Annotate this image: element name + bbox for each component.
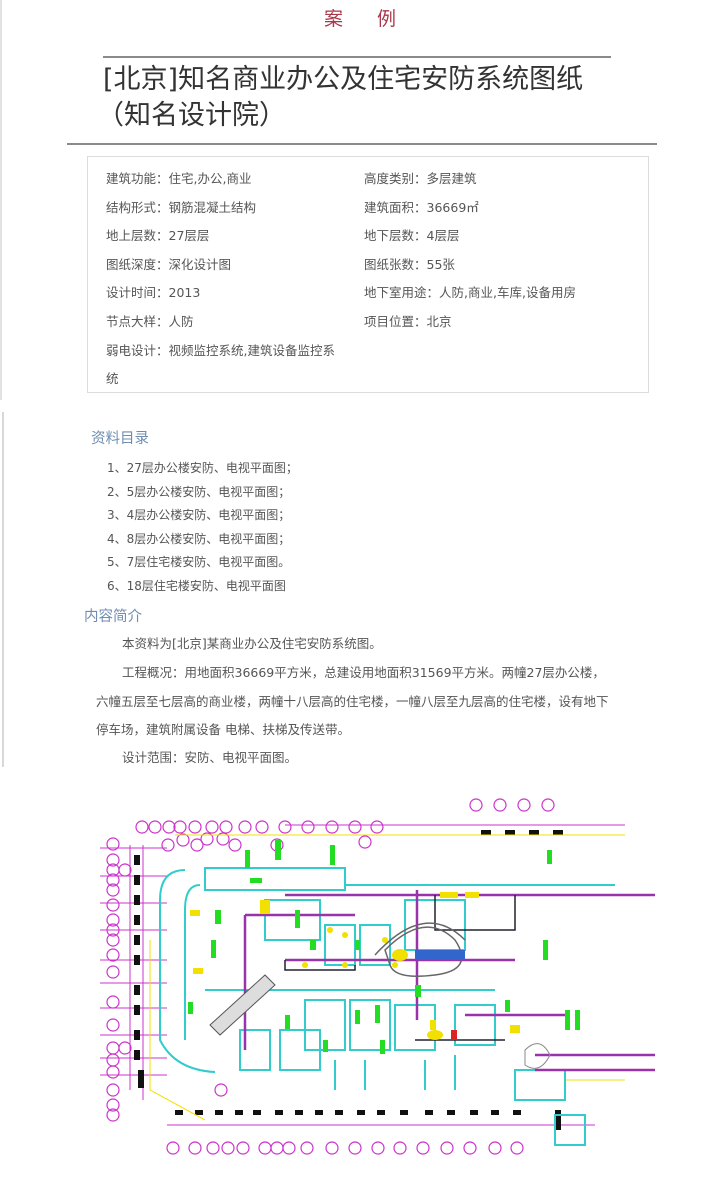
info-structure: 结构形式：钢筋混凝土结构 bbox=[106, 200, 257, 215]
info-floor-area: 建筑面积：36669㎡ bbox=[364, 200, 479, 215]
axis-bubbles-bottom bbox=[166, 1083, 524, 1155]
intro-paragraph-1: 本资料为[北京]某商业办公及住宅安防系统图。 bbox=[122, 636, 382, 651]
intro-title: 内容简介 bbox=[84, 609, 142, 625]
intro-paragraph-3: 设计范围：安防、电视平面图。 bbox=[122, 750, 298, 765]
ramp bbox=[374, 922, 466, 977]
project-info-box: 建筑功能：住宅,办公,商业 高度类别：多层建筑 结构形式：钢筋混凝土结构 建筑面… bbox=[87, 156, 649, 393]
content-left-border bbox=[2, 412, 4, 767]
title-divider-top bbox=[103, 56, 611, 58]
info-height-category: 高度类别：多层建筑 bbox=[364, 171, 477, 186]
page-title: [北京]知名商业办公及住宅安防系统图纸 （知名设计院） bbox=[97, 62, 643, 134]
info-location: 项目位置：北京 bbox=[364, 314, 452, 329]
toc-item: 3、4层办公楼安防、电视平面图； bbox=[107, 508, 291, 522]
stair-core bbox=[524, 1043, 551, 1069]
cad-floor-plan-drawing bbox=[100, 798, 655, 1155]
title-line-1: [北京]知名商业办公及住宅安防系统图纸 bbox=[103, 64, 584, 95]
info-low-voltage: 弱电设计：视频监控系统,建筑设备监控系 bbox=[106, 343, 336, 358]
toc-item: 4、8层办公楼安防、电视平面图； bbox=[107, 532, 291, 546]
ramp-equipment bbox=[415, 950, 465, 960]
security-devices bbox=[190, 892, 520, 1040]
axis-bubbles-top bbox=[135, 798, 555, 852]
columns bbox=[134, 830, 563, 1130]
info-building-function: 建筑功能：住宅,办公,商业 bbox=[106, 171, 252, 186]
page-left-border bbox=[0, 0, 2, 400]
axis-grid bbox=[100, 824, 625, 1126]
info-sheet-count: 图纸张数：55张 bbox=[364, 257, 455, 272]
title-divider-bottom bbox=[67, 143, 657, 145]
info-node-details: 节点大样：人防 bbox=[106, 314, 194, 329]
info-floors-below: 地下层数：4层层 bbox=[364, 228, 460, 243]
intro-paragraph-2-line-2: 六幢五层至七层高的商业楼，两幢十八层高的住宅楼，一幢八层至九层高的住宅楼，设有地… bbox=[96, 694, 609, 709]
toc-item: 6、18层住宅楼安防、电视平面图 bbox=[107, 579, 286, 593]
equipment-blocks bbox=[188, 840, 580, 1054]
security-bus bbox=[243, 890, 655, 1072]
info-design-year: 设计时间：2013 bbox=[106, 285, 201, 300]
intro-paragraph-2-line-3: 停车场，建筑附属设备 电梯、扶梯及传送带。 bbox=[96, 722, 350, 737]
building-walls bbox=[159, 867, 615, 1146]
conduit bbox=[284, 895, 516, 1041]
info-low-voltage-wrap: 统 bbox=[106, 371, 119, 386]
info-drawing-depth: 图纸深度：深化设计图 bbox=[106, 257, 232, 272]
axis-bubbles-left bbox=[106, 837, 132, 1122]
toc-item: 1、27层办公楼安防、电视平面图； bbox=[107, 461, 298, 475]
info-floors-above: 地上层数：27层层 bbox=[106, 228, 210, 243]
intro-paragraph-2-line-1: 工程概况：用地面积36669平方米，总建设用地面积31569平方米。两幢27层办… bbox=[122, 665, 605, 680]
toc-item: 5、7层住宅楼安防、电视平面图。 bbox=[107, 555, 291, 569]
title-line-2: （知名设计院） bbox=[97, 100, 286, 131]
site-boundary bbox=[149, 834, 625, 1121]
toc-title: 资料目录 bbox=[91, 431, 149, 447]
info-basement-use: 地下室用途：人防,商业,车库,设备用房 bbox=[364, 285, 576, 300]
case-label: 案 例 bbox=[323, 8, 411, 30]
escalator bbox=[209, 974, 276, 1036]
alarm-device bbox=[451, 1030, 457, 1040]
toc-item: 2、5层办公楼安防、电视平面图； bbox=[107, 485, 291, 499]
